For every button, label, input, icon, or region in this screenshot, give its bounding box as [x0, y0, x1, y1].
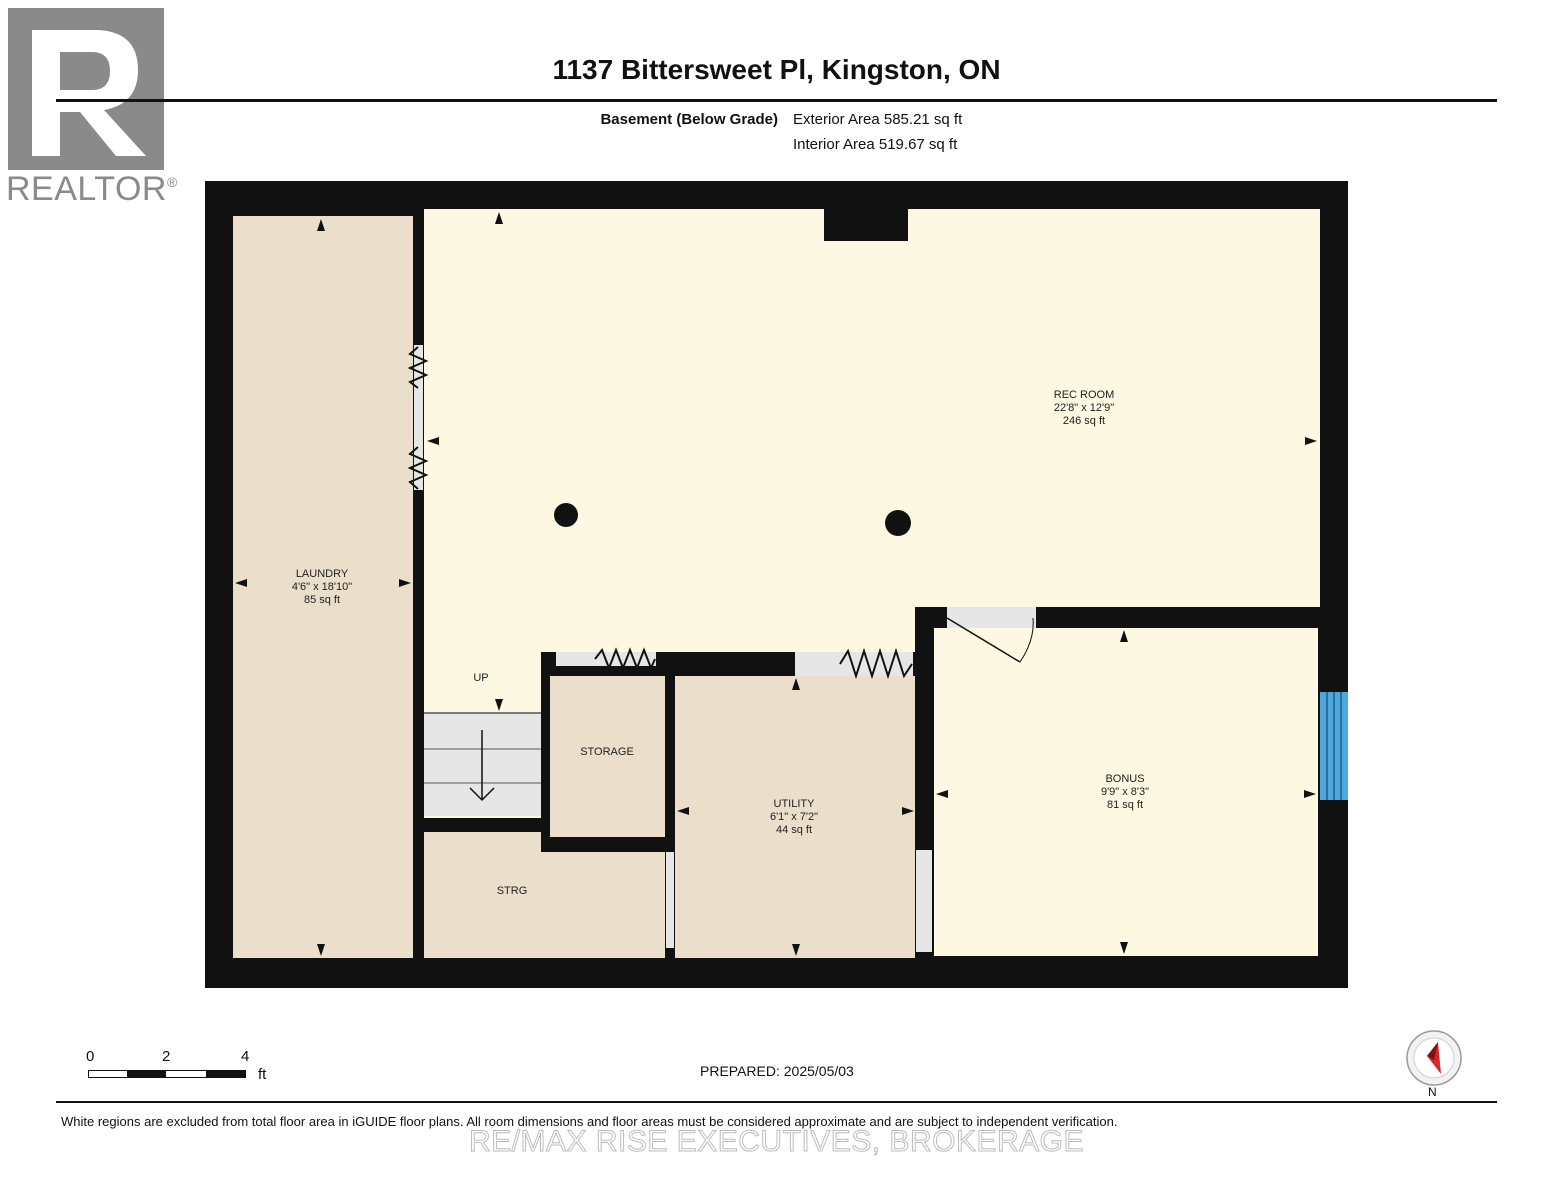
disclaimer-text: White regions are excluded from total fl… [61, 1114, 1118, 1129]
bonus-doorway [947, 607, 1036, 628]
laundry-room-area [233, 216, 413, 958]
exterior-area: Exterior Area 585.21 sq ft [793, 111, 963, 128]
stairs-up-label: UP [473, 672, 489, 684]
scale-bar [88, 1070, 246, 1078]
bifold-door-icon [407, 346, 429, 389]
page-title: 1137 Bittersweet Pl, Kingston, ON [552, 54, 1001, 85]
room-area: 44 sq ft [775, 824, 813, 836]
bifold-door-icon [594, 647, 656, 671]
rec-room-label: REC ROOM 22'8" x 12'9" 246 sq ft [1034, 389, 1134, 428]
bifold-door-icon [407, 446, 429, 490]
scale-unit: ft [258, 1066, 267, 1083]
room-area: 81 sq ft [1106, 799, 1144, 811]
swing-door-icon [946, 617, 1021, 663]
room-area: 246 sq ft [1062, 415, 1106, 427]
room-name: LAUNDRY [295, 568, 349, 580]
room-name: BONUS [1105, 773, 1145, 785]
brokerage-watermark: RE/MAX RISE EXECUTIVES, BROKERAGE [469, 1125, 1084, 1159]
floor-label: Basement (Below Grade) [600, 111, 778, 128]
chimney-block [824, 209, 908, 241]
interior-area: Interior Area 519.67 sq ft [793, 136, 958, 153]
storage-room-area [550, 666, 665, 837]
prepared-date: PREPARED: 2025/05/03 [700, 1063, 854, 1079]
room-dimensions: 6'1" x 7'2" [769, 811, 819, 823]
storage-label: STORAGE [580, 746, 634, 758]
title-divider [56, 99, 1497, 102]
bifold-door-icon [839, 647, 913, 680]
realtor-word: REALTOR [6, 170, 167, 208]
bonus-room-area [934, 628, 1318, 956]
laundry-doorway [414, 345, 423, 490]
realtor-r-logo-icon [32, 30, 146, 156]
realtor-logo-text: REALTOR® [6, 170, 178, 209]
scale-tick-2: 2 [162, 1048, 171, 1065]
storage-west-wall [541, 652, 550, 852]
dimension-markers [235, 212, 1317, 956]
rec-room-area [424, 209, 1320, 607]
footer-divider [56, 1101, 1497, 1103]
bonus-label: BONUS 9'9" x 8'3" 81 sq ft [1075, 773, 1175, 812]
strg-label: STRG [496, 885, 528, 897]
bonus-side-doorway [916, 850, 932, 952]
room-area: 85 sq ft [303, 594, 341, 606]
scale-tick-4: 4 [241, 1048, 250, 1065]
utility-room-area [675, 676, 915, 958]
room-name: REC ROOM [1053, 389, 1115, 401]
realtor-logo [8, 8, 164, 170]
room-name: UTILITY [773, 798, 815, 810]
utility-label: UTILITY 6'1" x 7'2" 44 sq ft [744, 798, 844, 837]
support-column [885, 510, 911, 536]
strg-doorway [666, 852, 674, 948]
support-column [554, 503, 578, 527]
compass-icon: N [1405, 1030, 1465, 1110]
compass-north-label: N [1428, 1085, 1437, 1099]
utility-west-wall [665, 652, 675, 958]
stair-south-wall [424, 818, 541, 832]
room-dimensions: 4'6" x 18'10" [291, 581, 353, 593]
room-dimensions: 22'8" x 12'9" [1053, 402, 1115, 414]
strg-room-area [424, 832, 665, 958]
laundry-wall [413, 209, 424, 959]
scale-tick-0: 0 [86, 1048, 95, 1065]
room-dimensions: 9'9" x 8'3" [1100, 786, 1150, 798]
registered-mark: ® [166, 174, 178, 190]
laundry-label: LAUNDRY 4'6" x 18'10" 85 sq ft [272, 568, 372, 607]
storage-south-wall [541, 837, 675, 852]
door-swing-arc [1019, 617, 1034, 663]
